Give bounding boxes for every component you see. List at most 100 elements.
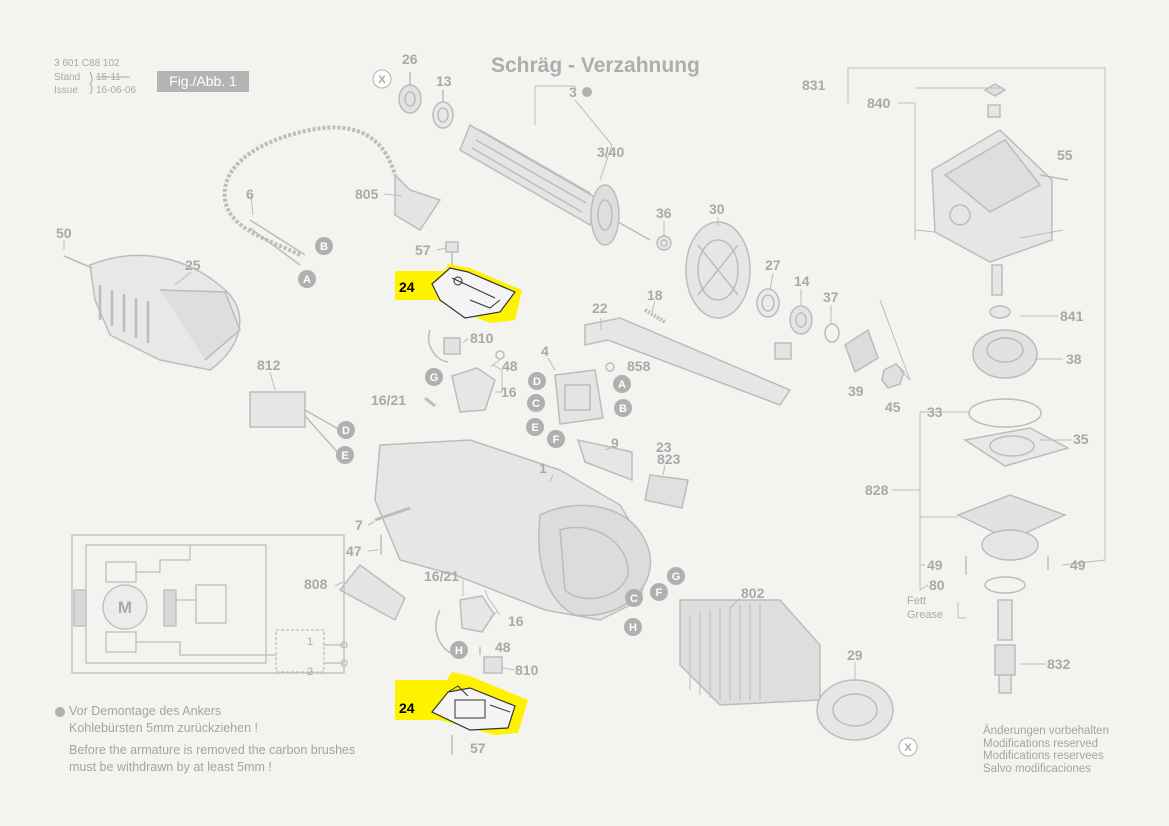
connector-b-cord: B (315, 237, 333, 255)
label-55: 55 (1057, 147, 1073, 163)
label-48-bottom: 48 (495, 639, 511, 655)
label-57-top: 57 (415, 242, 431, 258)
diagram-title: Schräg - Verzahnung (491, 54, 700, 77)
note-bullet (55, 707, 65, 717)
svg-text:B: B (619, 403, 627, 415)
label-29: 29 (847, 647, 863, 663)
label-13: 13 (436, 73, 452, 89)
label-26: 26 (402, 51, 418, 67)
label-832: 832 (1047, 656, 1071, 672)
label-810-top: 810 (470, 330, 494, 346)
label-37: 37 (823, 289, 839, 305)
connector-h-field: H (624, 618, 642, 636)
svg-text:X: X (378, 74, 386, 86)
label-36: 36 (656, 205, 672, 221)
issue-label: Issue (54, 85, 78, 96)
svg-text:F: F (553, 434, 560, 446)
label-16-21-top: 16/21 (371, 392, 406, 408)
label-823: 823 (657, 451, 681, 467)
label-23: 23 (656, 439, 672, 455)
label-812: 812 (257, 357, 281, 373)
label-802: 802 (741, 585, 765, 601)
svg-text:D: D (342, 425, 350, 437)
label-18: 18 (647, 287, 663, 303)
svg-text:X: X (904, 742, 912, 754)
figure-label: Fig./Abb. 1 (157, 71, 249, 92)
grease-label-de: Fett (907, 595, 926, 607)
label-16-top: 16 (501, 384, 517, 400)
connector-e-box: E (336, 446, 354, 464)
modifications-es: Salvo modificaciones (983, 762, 1092, 775)
svg-text:G: G (430, 372, 439, 384)
connector-c-field: C (625, 589, 643, 607)
label-49-right: 49 (1070, 557, 1086, 573)
label-9: 9 (611, 435, 619, 451)
svg-text:G: G (672, 571, 681, 583)
label-1: 1 (539, 460, 547, 476)
modifications-fr: Modifications reservees (983, 750, 1104, 762)
part-number: 3 601 C88 102 (54, 58, 120, 69)
svg-text:C: C (630, 593, 638, 605)
label-80: 80 (929, 577, 945, 593)
modifications-en: Modifications reserved (983, 737, 1099, 750)
issue-value: 16-06-06 (96, 85, 136, 96)
connector-d-box: D (337, 421, 355, 439)
label-22: 22 (592, 300, 608, 316)
label-47: 47 (346, 543, 362, 559)
label-14: 14 (794, 273, 810, 289)
label-810-bottom: 810 (515, 662, 539, 678)
connector-b-switch: B (614, 399, 632, 417)
highlight-part-24-top[interactable]: 24 (395, 264, 522, 323)
svg-text:B: B (320, 241, 328, 253)
connector-e-switch: E (526, 418, 544, 436)
note-de-line2: Kohlebürsten 5mm zurückziehen ! (69, 721, 258, 735)
label-25: 25 (185, 257, 201, 273)
connector-a-cord: A (298, 270, 316, 288)
label-16-21-bottom: 16/21 (424, 568, 459, 584)
connector-c-switch: C (527, 394, 545, 412)
label-57-bottom: 57 (470, 740, 486, 756)
label-805: 805 (355, 186, 379, 202)
label-33: 33 (927, 404, 943, 420)
connector-g-field: G (667, 567, 685, 585)
label-7: 7 (355, 517, 363, 533)
grease-label-en: Grease (907, 609, 943, 621)
note-de-line1: Vor Demontage des Ankers (69, 704, 222, 718)
label-808: 808 (304, 576, 328, 592)
label-45: 45 (885, 399, 901, 415)
label-841: 841 (1060, 308, 1084, 324)
label-24-bottom: 24 (399, 700, 415, 716)
connector-x-top: X (372, 69, 392, 89)
highlight-part-24-bottom[interactable]: 24 (395, 672, 528, 735)
svg-text:H: H (455, 645, 463, 657)
motor-label: M (118, 598, 132, 617)
modifications-notice: Änderungen vorbehalten Modifications res… (983, 725, 1109, 775)
svg-text:D: D (533, 376, 541, 388)
svg-text:E: E (341, 450, 348, 462)
connector-g-top: G (425, 368, 443, 386)
stand-label: Stand (54, 72, 80, 83)
label-831: 831 (802, 77, 826, 93)
label-30: 30 (709, 201, 725, 217)
label-38: 38 (1066, 351, 1082, 367)
label-3: 3 (569, 84, 577, 100)
label-6: 6 (246, 186, 254, 202)
label-24-top: 24 (399, 279, 415, 295)
switch-pos-2: 2 (307, 666, 313, 678)
label-50: 50 (56, 225, 72, 241)
label-858: 858 (627, 358, 651, 374)
label-48-top: 48 (502, 358, 518, 374)
note-en-line2: must be withdrawn by at least 5mm ! (69, 760, 272, 774)
label-4: 4 (541, 343, 549, 359)
label-49-left: 49 (927, 557, 943, 573)
connector-f-field: F (650, 583, 668, 601)
svg-text:H: H (629, 622, 637, 634)
modifications-de: Änderungen vorbehalten (983, 725, 1109, 737)
connector-x-bottom: X (898, 737, 918, 757)
label-27: 27 (765, 257, 781, 273)
label-828: 828 (865, 482, 889, 498)
connector-a-switch: A (613, 375, 631, 393)
connector-h-bottom: H (450, 641, 468, 659)
